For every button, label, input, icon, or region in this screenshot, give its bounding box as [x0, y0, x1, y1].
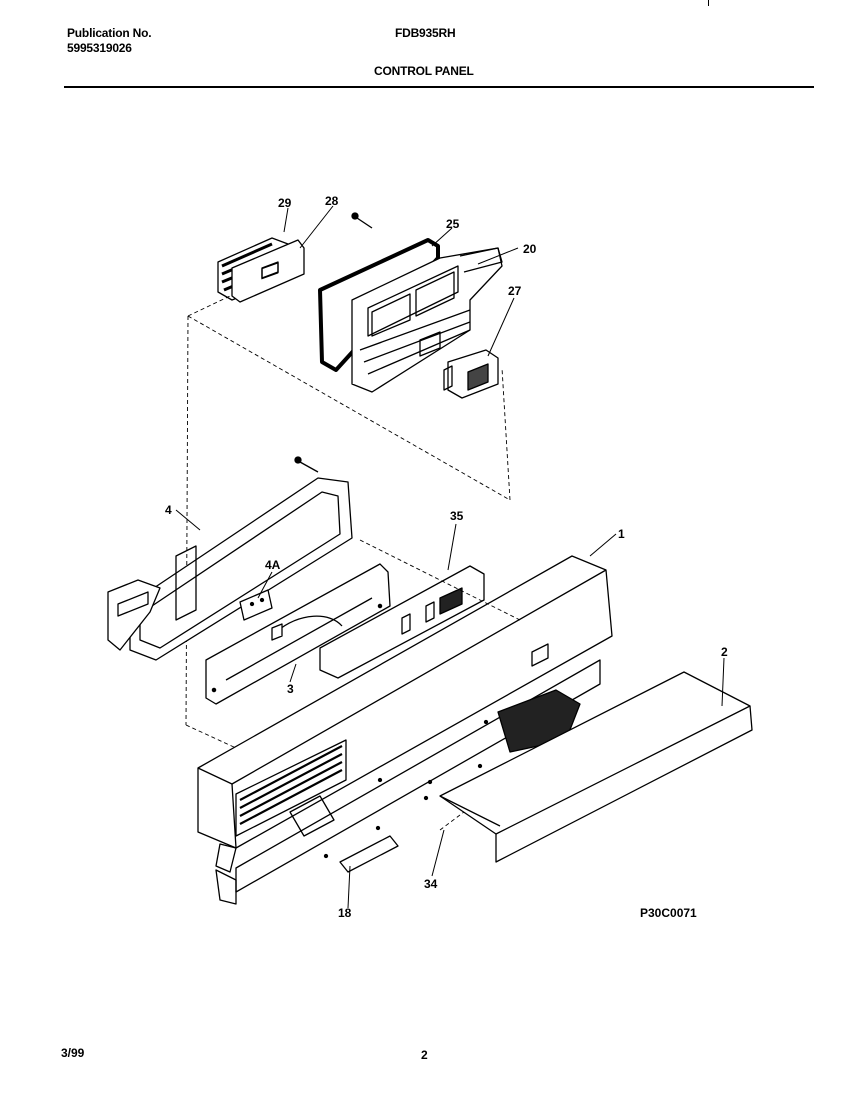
model-number: FDB935RH	[395, 26, 456, 40]
screw-top	[351, 212, 373, 229]
page-number: 2	[421, 1048, 428, 1062]
part-1-console	[197, 555, 613, 905]
publication-number: 5995319026	[67, 41, 132, 55]
screw-left	[294, 456, 319, 473]
part-27-switch	[443, 349, 499, 399]
callout-20: 20	[523, 242, 537, 256]
part-18-label	[339, 835, 399, 873]
section-title: CONTROL PANEL	[374, 64, 474, 78]
header-rule	[64, 86, 814, 88]
part-20-housing	[351, 247, 503, 393]
revision-date: 3/99	[61, 1046, 85, 1060]
callout-34: 34	[424, 877, 438, 891]
callout-4: 4	[165, 503, 172, 517]
part-2-trim	[439, 671, 753, 863]
drawing-code: P30C0071	[640, 906, 697, 920]
callout-35: 35	[450, 509, 464, 523]
projection-lines-top	[185, 295, 511, 726]
part-25-gasket	[318, 238, 440, 372]
callout-labels: 29 28 25 20 27 4 35 1 4A 3 2 34 18	[165, 194, 728, 920]
callout-18: 18	[338, 906, 352, 920]
part-28-plate	[231, 239, 305, 303]
callout-25: 25	[446, 217, 460, 231]
part-4A-board	[239, 589, 273, 621]
callout-3: 3	[287, 682, 294, 696]
callout-28: 28	[325, 194, 339, 208]
corner-tick	[708, 0, 709, 6]
callout-27: 27	[508, 284, 522, 298]
callout-2: 2	[721, 645, 728, 659]
part-3-board	[205, 563, 391, 705]
part-35-board	[319, 565, 485, 679]
callout-4A: 4A	[265, 558, 281, 572]
part-34-strip	[439, 795, 501, 827]
part-4-frame	[107, 477, 353, 661]
leader-lines	[175, 205, 725, 909]
callout-29: 29	[278, 196, 292, 210]
publication-label: Publication No.	[67, 26, 152, 40]
callout-1: 1	[618, 527, 625, 541]
